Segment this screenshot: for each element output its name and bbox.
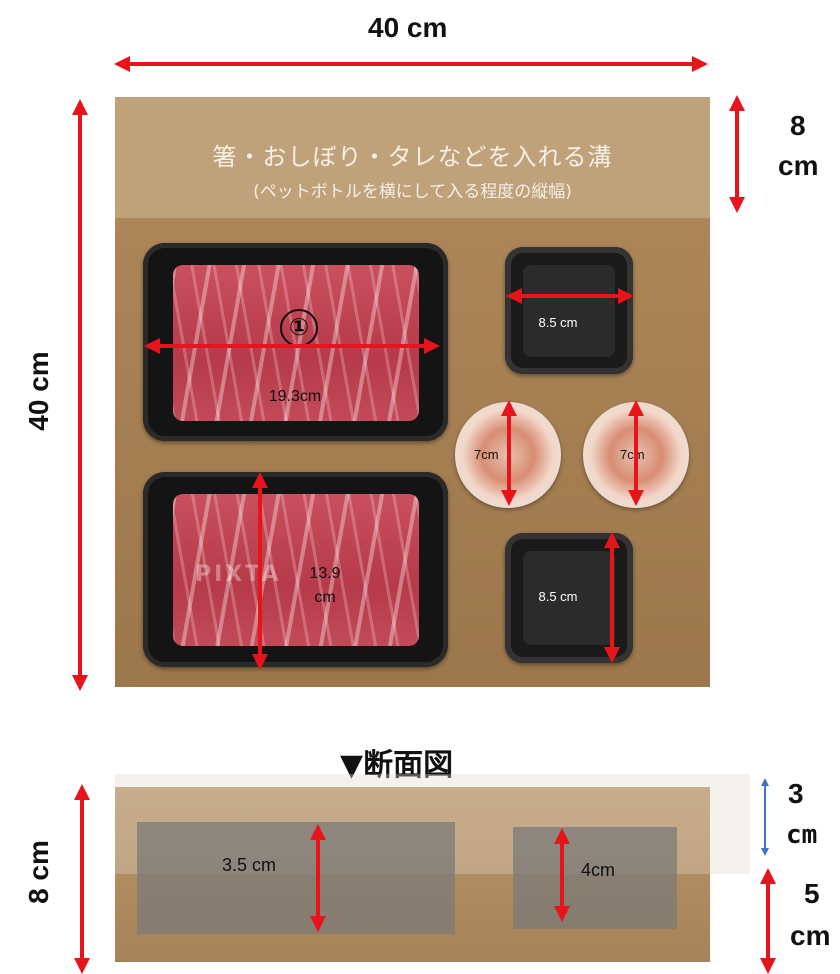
section-tray bbox=[137, 822, 455, 934]
section-upper-value: 3 bbox=[788, 778, 804, 809]
meat-tray-2 bbox=[143, 472, 448, 667]
sauce1-label: 7cm bbox=[474, 447, 499, 462]
groove-depth-value: 8 bbox=[790, 110, 806, 141]
meat-slices-2 bbox=[173, 494, 419, 646]
section-cup-label: 4cm bbox=[581, 860, 616, 880]
section-tray-label: 3.5 cm bbox=[222, 855, 277, 875]
section-lower-value: 5 bbox=[804, 878, 820, 909]
section-title: ▼断面図 bbox=[340, 748, 454, 783]
groove-title: 箸・おしぼり・タレなどを入れる溝 bbox=[212, 143, 613, 171]
cup1-label: 8.5 cm bbox=[538, 315, 578, 330]
section-lower-unit: cm bbox=[790, 920, 831, 951]
small-cup-1-inner bbox=[523, 265, 615, 357]
cup2-label: 8.5 cm bbox=[538, 589, 578, 604]
groove-subtitle: (ペットボトルを横にして入る程度の縦幅) bbox=[253, 182, 572, 202]
groove-area bbox=[115, 97, 710, 218]
tray2-height-label: 13.9 cm bbox=[309, 565, 341, 606]
small-cup-1 bbox=[505, 247, 633, 374]
tray1-width-label: 19.3cm bbox=[268, 388, 322, 405]
groove-depth-unit: cm bbox=[778, 150, 819, 181]
top-width-label: 40 cm bbox=[368, 12, 448, 43]
section-cup bbox=[513, 827, 677, 929]
small-cup-2-inner bbox=[523, 551, 615, 645]
section-upper-unit: cm bbox=[786, 820, 818, 850]
